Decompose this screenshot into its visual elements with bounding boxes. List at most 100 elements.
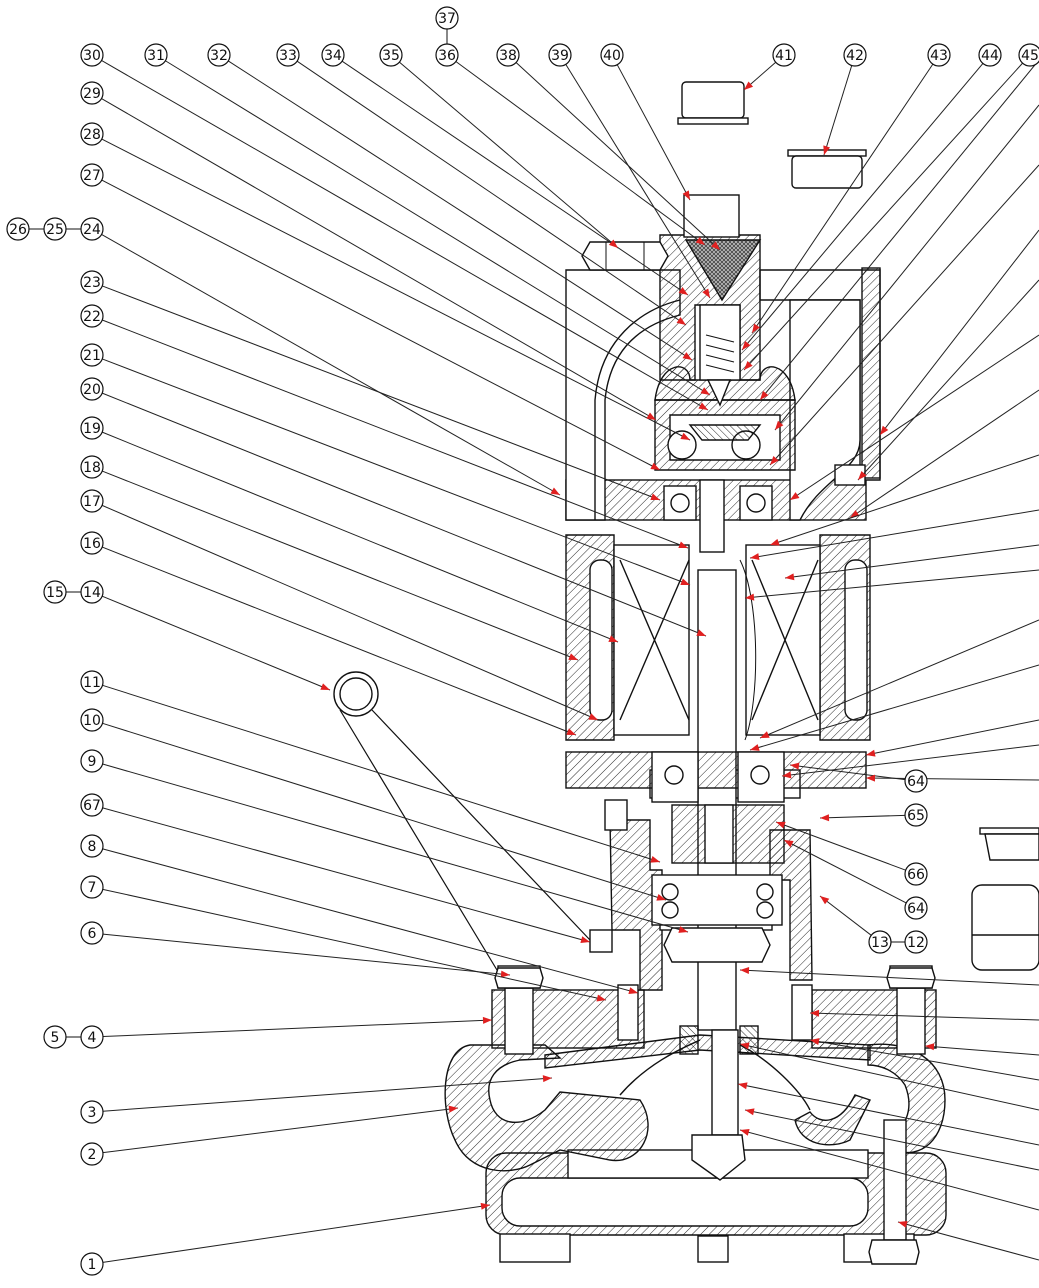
- leader-right-22: [744, 1109, 1039, 1171]
- balloon-label-b42: 42: [846, 48, 864, 64]
- balloon-label-b10: 10: [83, 713, 101, 729]
- leader-right-17-arrow: [810, 1009, 820, 1017]
- leader-b2-arrow: [448, 1105, 458, 1113]
- balloon-label-b29: 29: [83, 86, 101, 102]
- leader-right-8-arrow: [750, 553, 760, 560]
- leader-right-13-arrow: [866, 749, 876, 757]
- leader-right-12-arrow: [750, 744, 760, 751]
- leader-lines: [101, 59, 1039, 1263]
- balloon-label-b1: 1: [88, 1257, 97, 1273]
- leader-b64a: [789, 764, 906, 781]
- leader-b43: [751, 63, 934, 334]
- leader-b19: [102, 431, 619, 643]
- leader-b11-arrow: [650, 855, 660, 863]
- balloon-label-b39: 39: [551, 48, 569, 64]
- leader-right-0: [759, 59, 1039, 401]
- balloon-label-b33: 33: [279, 48, 297, 64]
- leader-b13: [819, 895, 872, 936]
- leader-right-3-arrow: [880, 425, 889, 435]
- balloon-label-b20: 20: [83, 382, 101, 398]
- leader-right-1-arrow: [775, 420, 784, 430]
- leader-b38-arrow: [711, 241, 720, 250]
- leader-b28-arrow: [680, 432, 690, 440]
- balloon-label-b12: 12: [907, 935, 925, 951]
- leader-b16-arrow: [566, 728, 576, 735]
- leader-b10-arrow: [656, 893, 666, 901]
- leader-right-14: [781, 744, 1039, 777]
- leader-right-19: [809, 1039, 1039, 1081]
- balloon-b21: [80, 343, 104, 367]
- leader-b3: [102, 1077, 553, 1112]
- valve-body: [659, 194, 762, 407]
- leader-right-3: [879, 229, 1039, 436]
- balloon-b19: [80, 416, 104, 440]
- leader-b39: [565, 64, 711, 299]
- balloon-label-b64b: 64: [907, 901, 925, 917]
- balloon-b9: [80, 749, 104, 773]
- leader-b9: [102, 763, 689, 933]
- balloon-label-b5: 5: [51, 1030, 60, 1046]
- leader-right-15: [865, 777, 1039, 781]
- balloon-b34: [321, 43, 345, 67]
- leader-b35: [399, 61, 619, 249]
- balloon-b64a: [904, 769, 928, 793]
- leader-b4: [102, 1019, 493, 1038]
- balloon-label-b67: 67: [83, 798, 101, 814]
- leader-b65: [819, 814, 906, 819]
- balloon-label-b23: 23: [83, 275, 101, 291]
- balloon-label-b25: 25: [46, 222, 64, 238]
- balloon-label-b6: 6: [88, 926, 97, 942]
- leader-right-19-arrow: [810, 1038, 820, 1045]
- leader-b6-arrow: [500, 970, 510, 978]
- coupling: [671, 804, 785, 864]
- hex-nut-top: [581, 241, 669, 271]
- leader-b64b-arrow: [784, 840, 794, 848]
- balloon-b6: [80, 921, 104, 945]
- balloon-b64b: [904, 896, 928, 920]
- leader-right-7-arrow: [770, 538, 780, 546]
- balloon-b38: [496, 43, 520, 67]
- balloon-b66: [904, 862, 928, 886]
- leader-b1-arrow: [480, 1202, 490, 1210]
- balloon-b67: [80, 793, 104, 817]
- leader-b31: [165, 60, 711, 396]
- leader-right-24-arrow: [898, 1220, 908, 1228]
- leader-right-9: [784, 544, 1039, 579]
- leader-b42: [823, 65, 853, 156]
- leader-b33-arrow: [676, 317, 686, 325]
- leader-b66: [775, 821, 906, 871]
- lower-bearing: [651, 874, 783, 963]
- leader-right-5-arrow: [790, 492, 800, 500]
- leader-right-13: [865, 719, 1039, 756]
- leader-b29-arrow: [646, 412, 656, 420]
- leader-b44: [741, 63, 984, 351]
- balloon-label-b44: 44: [981, 48, 999, 64]
- balloon-b30: [80, 43, 104, 67]
- balloon-label-b14: 14: [83, 585, 101, 601]
- leader-right-10-arrow: [745, 593, 755, 601]
- leader-right-6: [849, 389, 1039, 519]
- leader-b27: [101, 179, 661, 471]
- leader-b40: [616, 64, 691, 201]
- balloon-label-b19: 19: [83, 421, 101, 437]
- leader-b45: [743, 62, 1023, 371]
- motor-lower-endbell: [565, 751, 867, 803]
- balloon-b65: [904, 803, 928, 827]
- leader-b36-arrow: [695, 236, 705, 245]
- leader-b31-arrow: [700, 387, 710, 395]
- leader-b64a-arrow: [790, 762, 800, 770]
- leader-right-18-arrow: [925, 1043, 935, 1051]
- leader-right-16: [739, 969, 1039, 986]
- leader-b7-arrow: [596, 994, 606, 1002]
- leader-right-4: [857, 279, 1039, 481]
- balloon-label-b16: 16: [83, 536, 101, 552]
- leader-b10: [102, 722, 667, 901]
- side-part-right: [971, 827, 1039, 971]
- leader-b41-arrow: [744, 81, 754, 90]
- leader-b19-arrow: [608, 635, 618, 642]
- balloon-label-b27: 27: [83, 168, 101, 184]
- leader-b11: [102, 684, 661, 863]
- balloon-label-b3: 3: [88, 1105, 97, 1121]
- balloon-b29: [80, 81, 104, 105]
- leader-b8: [102, 848, 639, 994]
